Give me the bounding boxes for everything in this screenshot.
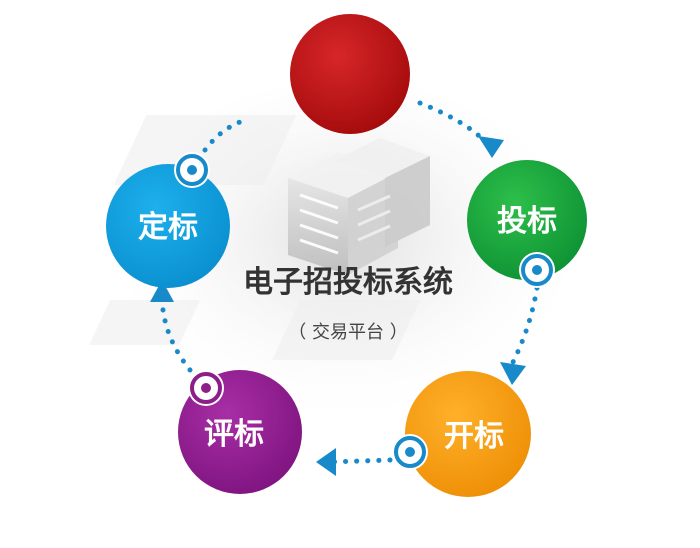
connector-award-to-top <box>202 119 243 153</box>
connector-tender-to-opening <box>507 285 540 371</box>
target-ring-icon <box>188 370 224 406</box>
node-opening-circle <box>405 371 531 497</box>
arrowhead-icon <box>316 448 336 476</box>
node-tender-circle <box>467 160 587 280</box>
arrowhead-icon <box>478 136 504 158</box>
target-ring-icon <box>392 434 428 470</box>
diagram-subtitle: （ 交易平台 ） <box>288 322 407 343</box>
connector-opening-to-evaluation <box>327 457 393 465</box>
node-tender: 投标 <box>467 160 587 280</box>
arrowhead-icon <box>150 280 174 302</box>
arrowheads <box>150 136 526 476</box>
diagram-title: 电子招投标系统 <box>243 265 453 300</box>
connector-top-to-tender <box>417 100 495 153</box>
connector-evaluation-to-award <box>159 292 193 373</box>
node-opening: 开标 <box>405 371 531 497</box>
node-award-label: 定标 <box>138 210 198 245</box>
arrowhead-icon <box>500 362 526 385</box>
target-ring-icon <box>519 252 555 288</box>
node-evaluation-label: 评标 <box>204 417 264 452</box>
node-award-circle <box>106 164 230 288</box>
server-rack-icon <box>288 138 430 275</box>
node-opening-label: 开标 <box>444 419 504 454</box>
node-award: 定标 <box>106 164 230 288</box>
node-tender-label: 投标 <box>497 204 557 239</box>
target-ring-icon <box>174 152 210 188</box>
node-top-circle <box>290 14 410 134</box>
connector-paths <box>159 100 540 465</box>
node-top <box>290 14 410 134</box>
